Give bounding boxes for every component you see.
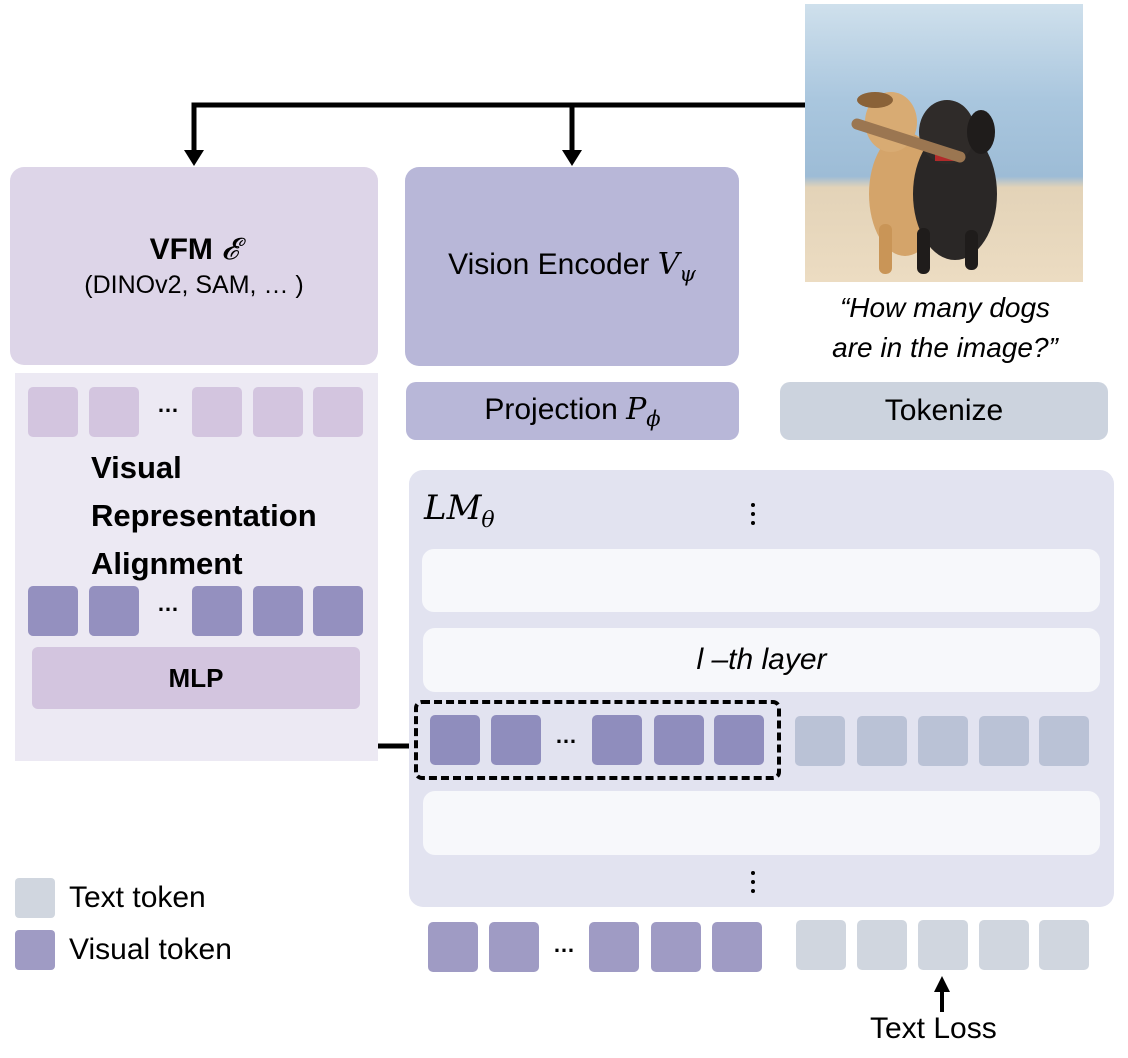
output-visual-token (428, 922, 478, 972)
projection-box: Projection Pϕ (406, 382, 739, 440)
output-visual-token (712, 922, 762, 972)
mlp-box: MLP (32, 647, 360, 709)
lm-layer-label: l –th layer (696, 643, 827, 676)
question-text: “How many dogs are in the image?” (832, 292, 1058, 363)
mlp-output-token (253, 586, 303, 636)
input-image (805, 4, 1083, 282)
layer-text-token (918, 716, 968, 766)
mlp-output-token (28, 586, 78, 636)
lm-label: LMθ (424, 488, 495, 533)
vision-encoder-label: Vision Encoder (448, 248, 650, 281)
output-token-ellipsis: … (553, 932, 576, 957)
text-loss-label: Text Loss (870, 1012, 997, 1045)
vfm-token-ellipsis: … (157, 392, 180, 417)
dogs-illustration (851, 92, 997, 274)
output-visual-token (489, 922, 539, 972)
layer-token-ellipsis: … (555, 723, 578, 748)
vision-encoder-symbol: V (657, 247, 680, 282)
vfm-subtitle: (DINOv2, SAM, … ) (84, 271, 304, 299)
lm-layer (422, 549, 1100, 612)
output-text-token (1039, 920, 1089, 970)
legend: Text token Visual token (15, 875, 232, 979)
image-to-encoders-arrow (191, 102, 806, 150)
layer-visual-token (592, 715, 642, 765)
vfm-token (89, 387, 139, 437)
output-text-token (979, 920, 1029, 970)
text-loss-arrow (934, 976, 950, 1012)
layer-text-token (795, 716, 845, 766)
arrowhead-vfm (184, 150, 204, 166)
lm-vdots-bottom (751, 871, 755, 898)
legend-item-visual-token: Visual token (15, 921, 232, 979)
legend-item-text-token: Text token (15, 875, 232, 921)
vfm-token (253, 387, 303, 437)
layer-visual-token (654, 715, 704, 765)
lm-layer-l: l –th layer (423, 628, 1100, 692)
layer-text-token (1039, 716, 1089, 766)
layer-visual-token (430, 715, 480, 765)
projection-label: Projection (484, 392, 618, 426)
layer-visual-token (491, 715, 541, 765)
text-token-swatch (15, 878, 55, 918)
vfm-token (28, 387, 78, 437)
mlp-output-token (89, 586, 139, 636)
tokenize-box: Tokenize (780, 382, 1108, 440)
arrowhead-encoder (562, 150, 582, 166)
output-visual-token (651, 922, 701, 972)
mlp-output-token (313, 586, 363, 636)
layer-visual-token (714, 715, 764, 765)
mlp-label: MLP (168, 662, 224, 693)
layer-text-token (857, 716, 907, 766)
lm-vdots-top (751, 503, 755, 530)
output-text-token (918, 920, 968, 970)
visual-token-swatch (15, 930, 55, 970)
lm-layer (423, 791, 1100, 855)
mlp-output-token (192, 586, 242, 636)
selected-visual-tokens-box (414, 700, 781, 780)
output-text-token (796, 920, 846, 970)
vfm-box: VFM 𝓔 (DINOv2, SAM, … ) (10, 167, 378, 365)
tokenize-label: Tokenize (884, 394, 1004, 427)
alignment-label: Visual Representation Alignment (91, 450, 317, 581)
output-text-token (857, 920, 907, 970)
vfm-title: VFM 𝓔 (149, 232, 239, 267)
vfm-symbol: 𝓔 (221, 232, 239, 267)
output-visual-token (589, 922, 639, 972)
vfm-token (192, 387, 242, 437)
vfm-token (313, 387, 363, 437)
layer-text-token (979, 716, 1029, 766)
vision-encoder-box: Vision Encoder Vψ (405, 167, 739, 366)
projection-symbol: P (626, 391, 647, 427)
mlp-token-ellipsis: … (157, 591, 180, 616)
